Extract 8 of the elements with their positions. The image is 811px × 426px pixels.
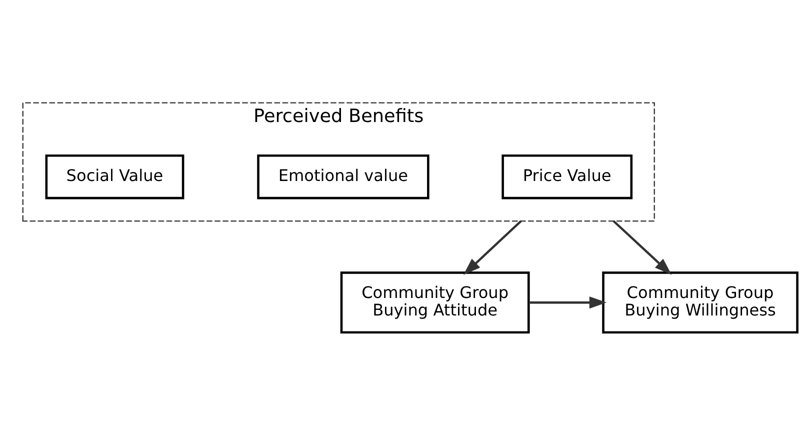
arrow bbox=[528, 296, 607, 309]
node-box: Emotional value bbox=[257, 154, 430, 200]
node-box: Price Value bbox=[502, 154, 633, 200]
arrow bbox=[463, 220, 522, 275]
node-box: Community Group Buying Willingness bbox=[602, 272, 798, 334]
node-box: Social Value bbox=[45, 154, 184, 200]
arrow bbox=[612, 220, 672, 275]
node-box: Community Group Buying Attitude bbox=[340, 272, 530, 334]
